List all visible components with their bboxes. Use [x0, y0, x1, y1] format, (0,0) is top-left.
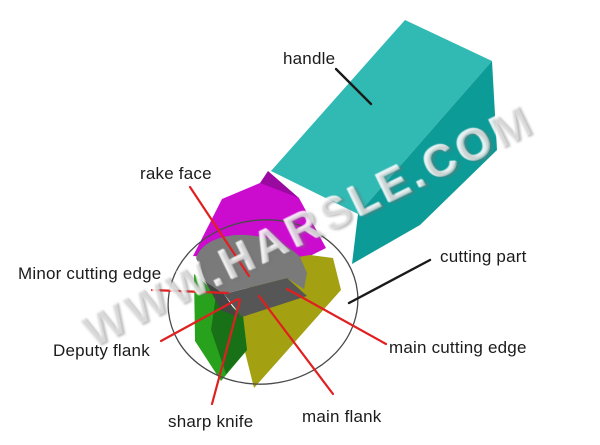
deputy-flank-label: Deputy flank: [53, 341, 150, 360]
rake-face-leader-line: [188, 185, 251, 278]
red-leader-lines: [150, 185, 388, 406]
main-cutting-edge-leader-line: [285, 287, 388, 346]
main-flank-label: main flank: [302, 407, 382, 426]
main-cutting-edge-label: main cutting edge: [389, 338, 527, 357]
black-leader-lines: [334, 67, 432, 305]
handle-side-face: [352, 61, 497, 264]
deputy-flank-leader-line: [159, 297, 240, 343]
deputy-flank-shaded-face: [211, 295, 247, 374]
rake-face-surface: [196, 234, 307, 294]
handle-top-face: [271, 20, 492, 214]
handle-leader-line: [334, 67, 373, 106]
sharp-knife-leader-line: [210, 298, 242, 406]
handle-label: handle: [283, 49, 336, 68]
minor-cutting-edge-label: Minor cutting edge: [18, 264, 162, 283]
cutting-part-circle: [167, 219, 359, 385]
rake-face-label: rake face: [140, 164, 212, 183]
insert-front-left-face: [205, 281, 240, 318]
cutting-part-leader-line: [347, 258, 432, 305]
sharp-knife-label: sharp knife: [168, 412, 254, 431]
cutting-part-label: cutting part: [440, 247, 527, 266]
minor-cutting-edge-leader-line: [150, 288, 230, 295]
main-flank-leader-line: [257, 294, 335, 396]
insert-front-face: [224, 278, 307, 317]
